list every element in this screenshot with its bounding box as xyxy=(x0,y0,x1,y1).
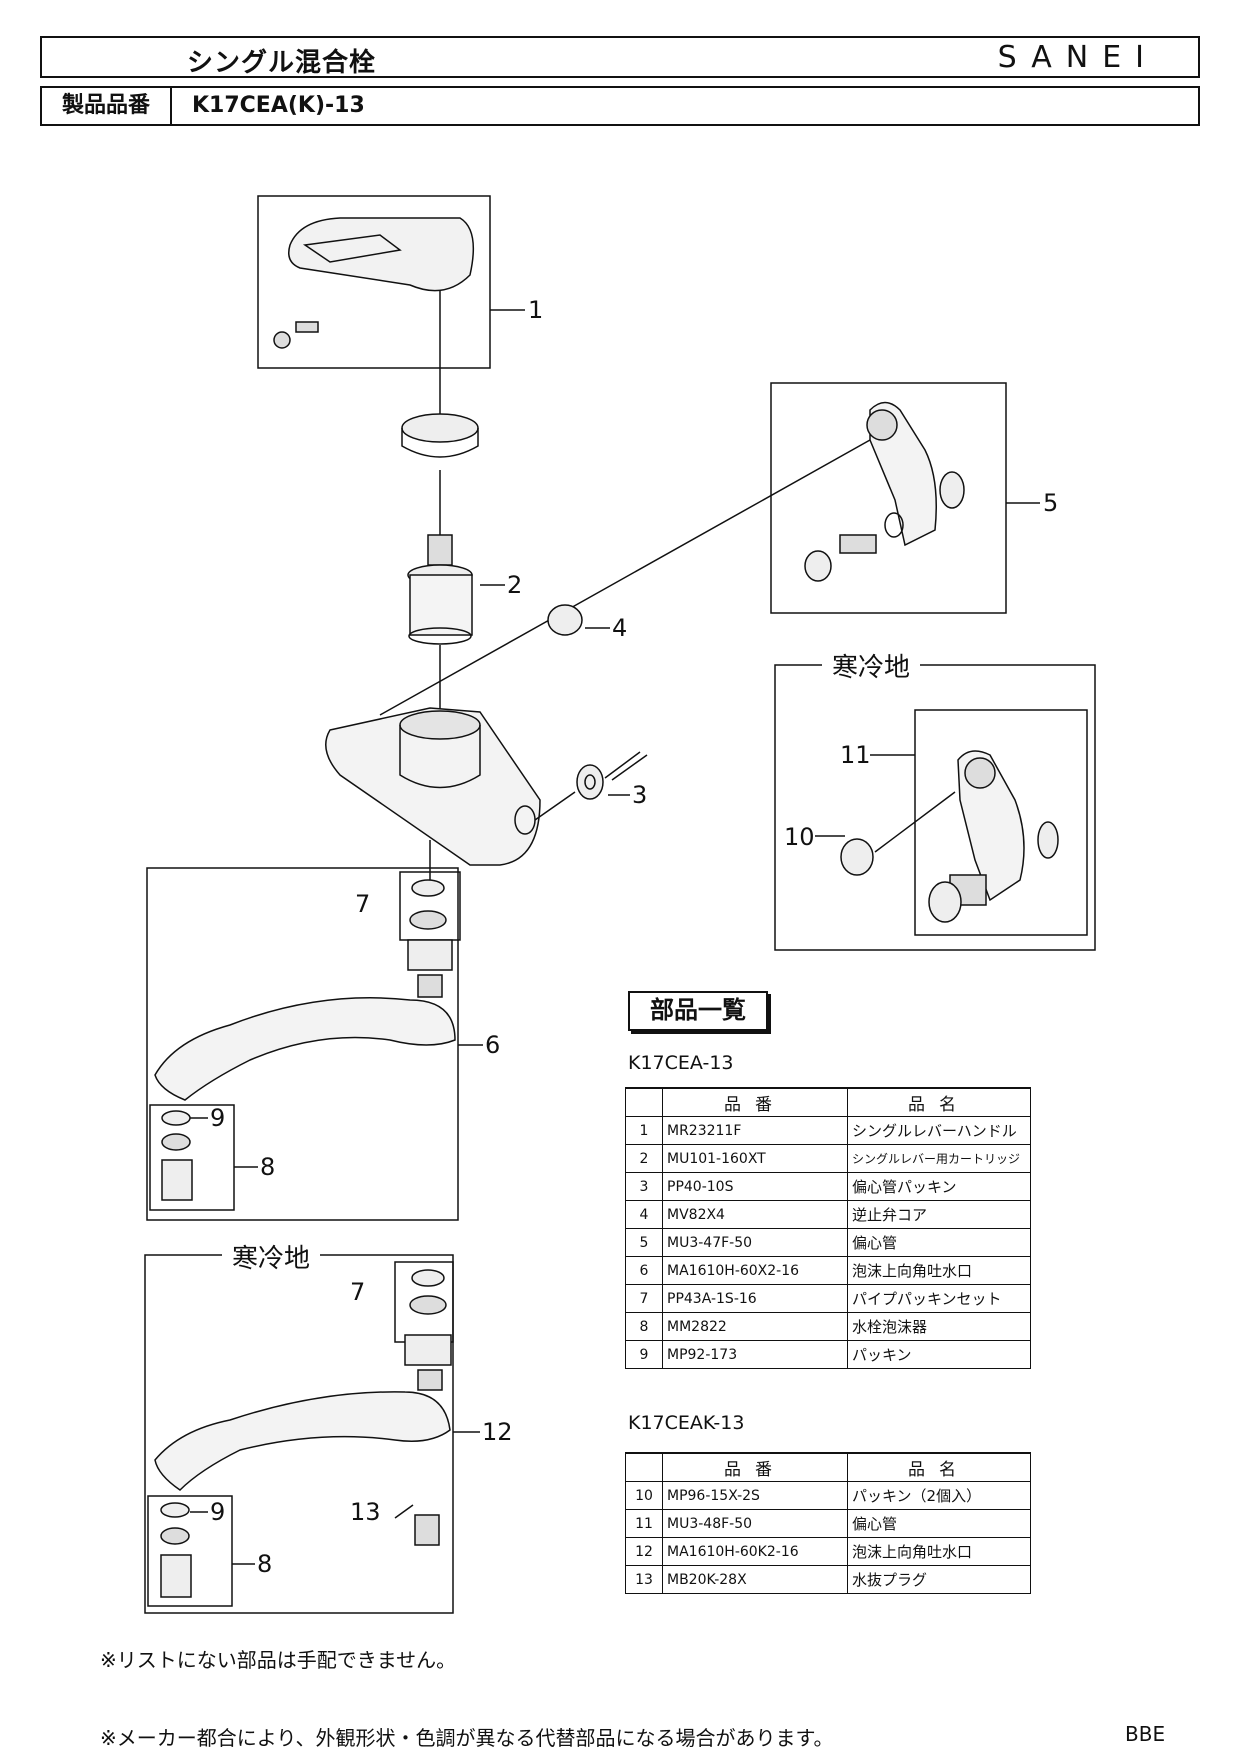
part-1-frame xyxy=(257,195,491,369)
cold-region-title-b: 寒冷地 xyxy=(222,1238,321,1275)
note-line-2: ※メーカー都合により、外観形状・色調が異なる代替部品になる場合があります。 xyxy=(100,1726,834,1750)
product-number-label: 製品品番 xyxy=(42,88,172,124)
callout-2: 2 xyxy=(507,571,522,599)
packing-10-drain xyxy=(928,881,962,923)
screw-cap xyxy=(273,331,291,349)
callout-1: 1 xyxy=(528,296,543,324)
callout-12: 12 xyxy=(482,1418,513,1446)
callout-5: 5 xyxy=(1043,489,1058,517)
header-no xyxy=(625,1087,663,1117)
note-line-1: ※リストにない部品は手配できません。 xyxy=(100,1648,457,1672)
header-name: 品名 xyxy=(847,1087,1031,1117)
callout-9b: 9 xyxy=(210,1498,225,1526)
callout-8a: 8 xyxy=(260,1153,275,1181)
handle-shape xyxy=(288,217,475,292)
callout-8b: 8 xyxy=(257,1550,272,1578)
drain-plug-13 xyxy=(414,1514,440,1546)
document-code: BBE xyxy=(1125,1722,1166,1746)
eccentric-pipe-11 xyxy=(957,750,1025,902)
brand-logo: SANEI xyxy=(997,40,1158,75)
spout-6 xyxy=(154,997,456,1101)
callout-9a: 9 xyxy=(210,1104,225,1132)
product-number: K17CEA(K)-13 xyxy=(192,93,365,118)
packing-10 xyxy=(840,838,874,876)
callout-6: 6 xyxy=(485,1031,500,1059)
callout-7a: 7 xyxy=(355,890,370,918)
spout-12 xyxy=(154,1391,451,1491)
aerator-frame-b xyxy=(147,1495,233,1607)
cold-region-title-a: 寒冷地 xyxy=(822,647,921,684)
callout-4: 4 xyxy=(612,614,627,642)
header-code: 品番 xyxy=(662,1452,848,1482)
cartridge-stem xyxy=(427,534,453,566)
product-category-title: シングル混合栓 xyxy=(187,48,377,78)
part-5-frame xyxy=(770,382,1007,614)
title-bar: シングル混合栓 SANEI xyxy=(40,36,1200,78)
union-nut xyxy=(407,939,453,971)
product-number-bar: 製品品番 K17CEA(K)-13 xyxy=(40,86,1200,126)
callout-13: 13 xyxy=(350,1498,381,1526)
header-no xyxy=(625,1452,663,1482)
packing-3 xyxy=(576,764,604,800)
header-name: 品名 xyxy=(847,1452,1031,1482)
aerator-frame-a xyxy=(149,1104,235,1211)
part-6-frame xyxy=(146,867,459,1221)
parts-list-title: 部品一覧 xyxy=(628,991,768,1031)
table-header: 品番 品名 xyxy=(625,1452,1031,1482)
header-code: 品番 xyxy=(662,1087,848,1117)
callout-7b: 7 xyxy=(350,1278,365,1306)
callout-3: 3 xyxy=(632,781,647,809)
eccentric-insert xyxy=(839,534,877,554)
table-header: 品番 品名 xyxy=(625,1087,1031,1117)
callout-10: 10 xyxy=(784,823,815,851)
aerator-8 xyxy=(161,1159,193,1201)
cold-region-frame-a xyxy=(774,664,1096,951)
cartridge-body xyxy=(409,574,473,636)
model-b: K17CEAK-13 xyxy=(628,1412,745,1434)
callout-11: 11 xyxy=(840,741,871,769)
check-valve-core xyxy=(547,604,583,636)
cap-ring xyxy=(401,413,479,443)
model-a: K17CEA-13 xyxy=(628,1052,734,1074)
